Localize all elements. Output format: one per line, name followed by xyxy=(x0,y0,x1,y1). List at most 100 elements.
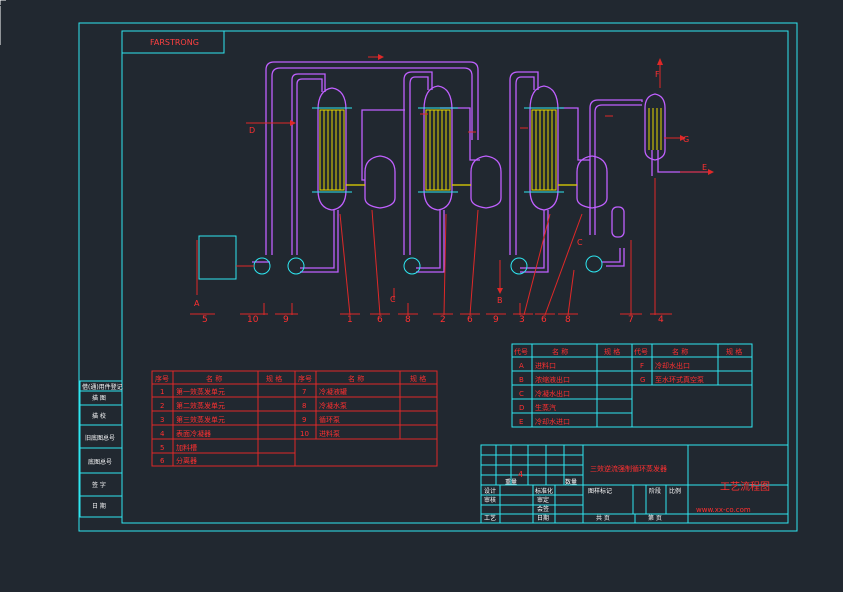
sheet-number: 4 xyxy=(518,470,523,479)
surface-condenser xyxy=(644,93,666,161)
eq-row-name2: 冷凝水泵 xyxy=(319,401,347,410)
eq-row-no: 2 xyxy=(160,402,164,410)
callout-num: 8 xyxy=(405,315,411,325)
eq-row-name2: 进料泵 xyxy=(319,429,340,438)
conn-header: 名 称 xyxy=(672,347,688,356)
callout-A: A xyxy=(194,299,200,308)
callout-num: 2 xyxy=(440,315,446,325)
eq-row-no: 3 xyxy=(160,416,164,424)
eq-row-name2: 冷凝液罐 xyxy=(319,387,347,396)
callout-D: D xyxy=(249,126,255,135)
conn-row-code: A xyxy=(519,362,524,370)
callout-F: F xyxy=(655,70,660,79)
eq-header: 规 格 xyxy=(266,374,282,383)
tb-cell: 审核 xyxy=(484,496,496,504)
callout-E: E xyxy=(702,163,707,172)
feed-tank xyxy=(198,235,237,280)
eq-row-no: 4 xyxy=(160,430,165,438)
conn-row-name: 浓缩液出口 xyxy=(535,375,570,384)
strip-label-6: 日 期 xyxy=(92,502,106,510)
conn-row-code2: F xyxy=(640,362,644,370)
conn-row-code: C xyxy=(519,390,524,398)
outer-frame xyxy=(78,22,798,532)
eq-header: 序号 xyxy=(298,374,312,383)
callout-B: B xyxy=(497,296,503,305)
tb-cell: 第 页 xyxy=(648,514,662,522)
conn-row-name: 生蒸汽 xyxy=(535,403,556,412)
conn-row-name: 冷凝水出口 xyxy=(535,389,570,398)
eq-row-name: 第一效蒸发单元 xyxy=(176,387,225,396)
brand-label: FARSTRONG xyxy=(150,38,199,47)
callout-num: 6 xyxy=(377,315,383,325)
tb-cell: 图样标记 xyxy=(588,487,612,495)
conn-row-code: B xyxy=(519,376,524,384)
eq-header: 名 称 xyxy=(348,374,364,383)
tb-cell: 审定 xyxy=(537,496,549,504)
callout-num: 4 xyxy=(658,315,664,325)
eq-row-no: 1 xyxy=(160,388,164,396)
tb-cell: 共 页 xyxy=(596,514,610,522)
callout-num: 5 xyxy=(202,315,208,325)
project-name: 三效逆流强制循环蒸发器 xyxy=(590,464,667,473)
eq-row-name: 表面冷凝器 xyxy=(176,429,211,438)
tb-cell: 重量 xyxy=(505,478,517,486)
eq-row-no2: 9 xyxy=(302,416,306,424)
conn-row-name: 冷却水进口 xyxy=(535,417,570,426)
tb-cell: 比例 xyxy=(669,487,681,495)
evaporator-1 xyxy=(312,87,352,211)
inner-frame xyxy=(121,30,789,524)
conn-row-code2: G xyxy=(640,376,645,384)
tb-cell: 工艺 xyxy=(484,514,496,522)
conn-header: 规 格 xyxy=(726,347,742,356)
conn-row-code: D xyxy=(519,404,524,412)
eq-row-no2: 10 xyxy=(300,430,309,438)
corner-marker xyxy=(0,0,6,5)
tb-cell: 阶段 xyxy=(649,487,661,495)
callout-num: 10 xyxy=(247,315,259,325)
conn-header: 规 格 xyxy=(604,347,620,356)
callout-num: 9 xyxy=(283,315,289,325)
title-block xyxy=(480,444,789,524)
callout-num: 6 xyxy=(467,315,473,325)
strip-label-4: 底图总号 xyxy=(88,458,112,466)
eq-row-no2: 8 xyxy=(302,402,306,410)
strip-label-2: 描 校 xyxy=(92,412,106,420)
connection-table xyxy=(511,343,753,428)
left-strip xyxy=(79,380,123,518)
conn-header: 代号 xyxy=(514,347,528,356)
evaporator-3 xyxy=(524,85,564,211)
callout-C1: C xyxy=(390,295,396,304)
conn-header: 代号 xyxy=(634,347,648,356)
brand-box: FARSTRONG xyxy=(121,30,225,54)
evaporator-2 xyxy=(418,85,458,211)
eq-row-no2: 7 xyxy=(302,388,306,396)
callout-num: 9 xyxy=(493,315,499,325)
strip-label-5: 签 字 xyxy=(92,481,106,489)
eq-row-name: 第三效蒸发单元 xyxy=(176,415,225,424)
callout-G: G xyxy=(683,135,689,144)
eq-row-name: 第二效蒸发单元 xyxy=(176,401,225,410)
eq-row-no: 5 xyxy=(160,444,164,452)
callout-num: 7 xyxy=(628,315,634,325)
callout-num: 8 xyxy=(565,315,571,325)
strip-label-1: 描 图 xyxy=(92,394,106,402)
callout-num: 1 xyxy=(347,315,353,325)
eq-row-name: 分离器 xyxy=(176,456,197,465)
eq-header: 规 格 xyxy=(410,374,426,383)
callout-num: 6 xyxy=(541,315,547,325)
equipment-table xyxy=(151,370,438,467)
tb-cell: 数量 xyxy=(565,478,577,486)
strip-label-0: 借(通)用件登记 xyxy=(82,383,123,391)
pumps xyxy=(253,255,603,275)
condensate-tank xyxy=(611,206,625,238)
eq-header: 序号 xyxy=(155,374,169,383)
eq-row-name2: 循环泵 xyxy=(319,415,340,424)
separators xyxy=(346,155,608,209)
conn-row-code: E xyxy=(519,418,523,426)
callout-C2: C xyxy=(577,238,583,247)
tb-cell: 会签 xyxy=(537,505,549,513)
callout-num: 3 xyxy=(519,315,525,325)
eq-row-name: 加料槽 xyxy=(176,443,197,452)
tb-cell: 设计 xyxy=(484,487,496,495)
conn-header: 名 称 xyxy=(552,347,568,356)
